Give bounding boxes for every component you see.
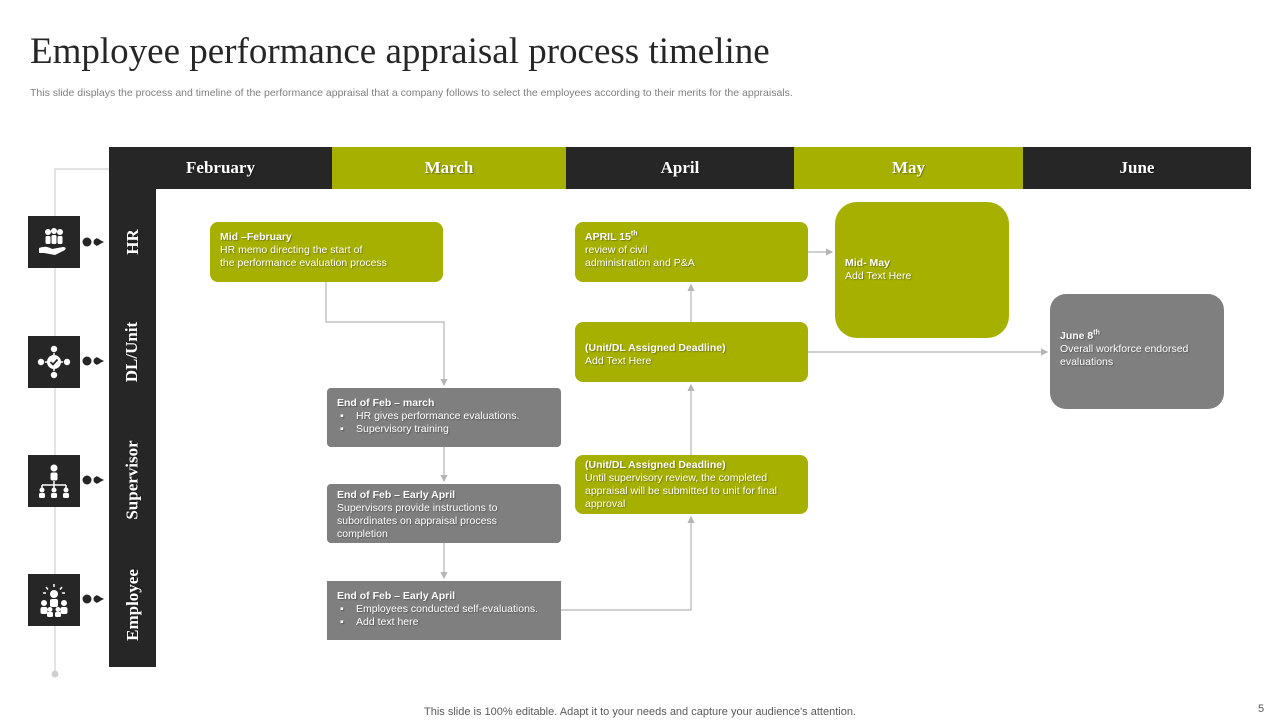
bullet-item: Add text here	[340, 616, 551, 629]
box-heading-text: APRIL 15	[585, 231, 631, 243]
month-label: February	[186, 158, 255, 177]
bullet-item: HR gives performance evaluations.	[340, 410, 551, 423]
month-label: April	[660, 158, 700, 177]
lane-sidebar	[109, 147, 156, 667]
box-text: Add Text Here	[585, 355, 652, 367]
box-mid-february: Mid –February HR memo directing the star…	[210, 222, 443, 282]
box-end-feb-early-april-employee: End of Feb – Early April Employees condu…	[327, 581, 561, 640]
arrow-emp-to-deadline2	[561, 515, 695, 611]
box-text: Supervisors provide instructions to	[337, 502, 498, 514]
month-header-june: June	[1023, 147, 1251, 189]
box-text: subordinates on appraisal process	[337, 515, 497, 527]
arrow-midfeb-to-endfeb	[325, 282, 448, 387]
box-text: the performance evaluation process	[220, 257, 387, 269]
month-header-march: March	[332, 147, 566, 189]
month-label: March	[424, 158, 474, 177]
box-heading: Mid- May	[845, 257, 890, 269]
box-text: administration and P&A	[585, 257, 695, 269]
footer-note: This slide is 100% editable. Adapt it to…	[424, 706, 856, 718]
box-june-8: June 8th Overall workforce endorsed eval…	[1050, 294, 1224, 409]
supervisor-lane-icon	[28, 455, 80, 507]
page-number: 5	[1258, 703, 1265, 715]
box-text: evaluations	[1060, 356, 1114, 368]
box-heading: End of Feb – Early April	[337, 489, 456, 501]
box-heading-text: June 8	[1060, 330, 1094, 342]
box-april-15: APRIL 15th review of civil administratio…	[575, 222, 808, 282]
employee-lane-icon	[28, 574, 80, 626]
month-label: May	[891, 158, 926, 177]
employee-icon	[40, 584, 68, 617]
box-heading: End of Feb – march	[337, 397, 435, 409]
box-heading-suffix: th	[1093, 329, 1100, 337]
box-text: HR memo directing the start of	[220, 244, 363, 256]
bullet-item: Supervisory training	[340, 423, 551, 436]
box-end-feb-march: End of Feb – march HR gives performance …	[327, 388, 561, 447]
box-heading: APRIL 15th	[585, 231, 798, 244]
bullet-item: Employees conducted self-evaluations.	[340, 603, 551, 616]
bullet-list: Employees conducted self-evaluations. Ad…	[337, 603, 551, 629]
supervisor-icon	[39, 464, 69, 498]
timeline-end-dot	[51, 670, 59, 678]
box-text: completion	[337, 528, 388, 540]
box-unit-dl-deadline-1: (Unit/DL Assigned Deadline) Add Text Her…	[575, 322, 808, 382]
box-text: Until supervisory review, the completed	[585, 472, 768, 484]
month-header-april: April	[566, 147, 794, 189]
box-text: review of civil	[585, 244, 648, 256]
unit-icon	[37, 345, 71, 379]
box-heading: (Unit/DL Assigned Deadline)	[585, 342, 726, 354]
box-text: Add Text Here	[845, 270, 912, 282]
box-heading-suffix: th	[630, 230, 638, 238]
hr-icon	[39, 228, 66, 255]
box-end-feb-early-april-supervisor: End of Feb – Early April Supervisors pro…	[327, 484, 561, 543]
box-text: Overall workforce endorsed	[1060, 343, 1189, 355]
box-heading: (Unit/DL Assigned Deadline)	[585, 459, 726, 471]
box-heading: June 8th	[1060, 330, 1214, 343]
page-subtitle: This slide displays the process and time…	[30, 87, 793, 99]
page-title: Employee performance appraisal process t…	[30, 31, 770, 72]
box-heading: Mid –February	[220, 231, 292, 243]
box-mid-may: Mid- May Add Text Here	[835, 202, 1009, 338]
hr-lane-icon	[28, 216, 80, 268]
unit-lane-icon	[28, 336, 80, 388]
box-text: approval	[585, 498, 626, 510]
box-heading: End of Feb – Early April	[337, 590, 456, 602]
lane-pointer-markers	[82, 237, 104, 604]
box-text: appraisal will be submitted to unit for …	[585, 485, 778, 497]
month-header-may: May	[794, 147, 1023, 189]
month-label: June	[1119, 158, 1155, 177]
bullet-list: HR gives performance evaluations. Superv…	[337, 410, 551, 436]
box-unit-dl-deadline-2: (Unit/DL Assigned Deadline) Until superv…	[575, 455, 808, 514]
